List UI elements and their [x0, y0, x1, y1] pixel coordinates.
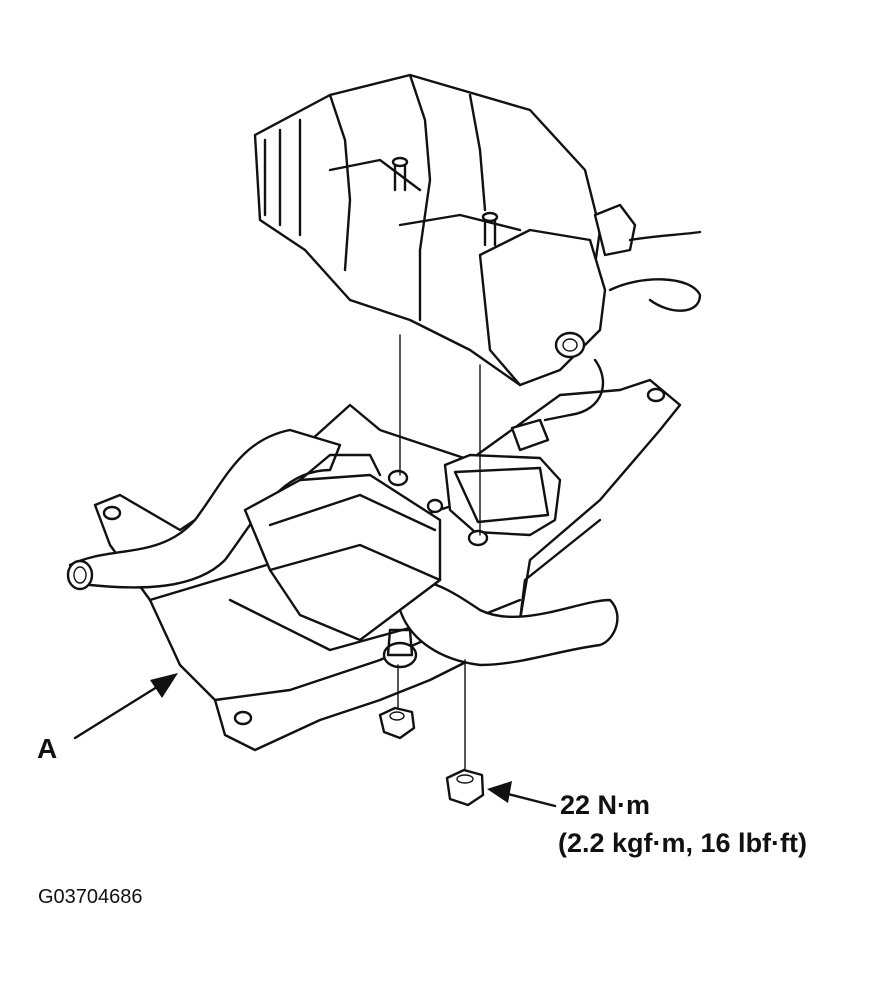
- torque-spec-nm: 22 N·m: [560, 790, 651, 820]
- callout-a-label: A: [37, 733, 58, 764]
- torque-spec-alt: (2.2 kgf·m, 16 lbf·ft): [558, 828, 808, 858]
- flange-nut-left: [378, 706, 416, 740]
- arrow-to-bracket: [73, 673, 178, 740]
- hose-left: [66, 428, 342, 591]
- two-way-valve: [243, 453, 442, 669]
- hose-front: [398, 580, 619, 667]
- evap-canister: [253, 73, 702, 452]
- flange-nut-right: [445, 768, 485, 807]
- figure-code: G03704686: [38, 886, 143, 908]
- arrow-to-nut: [487, 781, 557, 808]
